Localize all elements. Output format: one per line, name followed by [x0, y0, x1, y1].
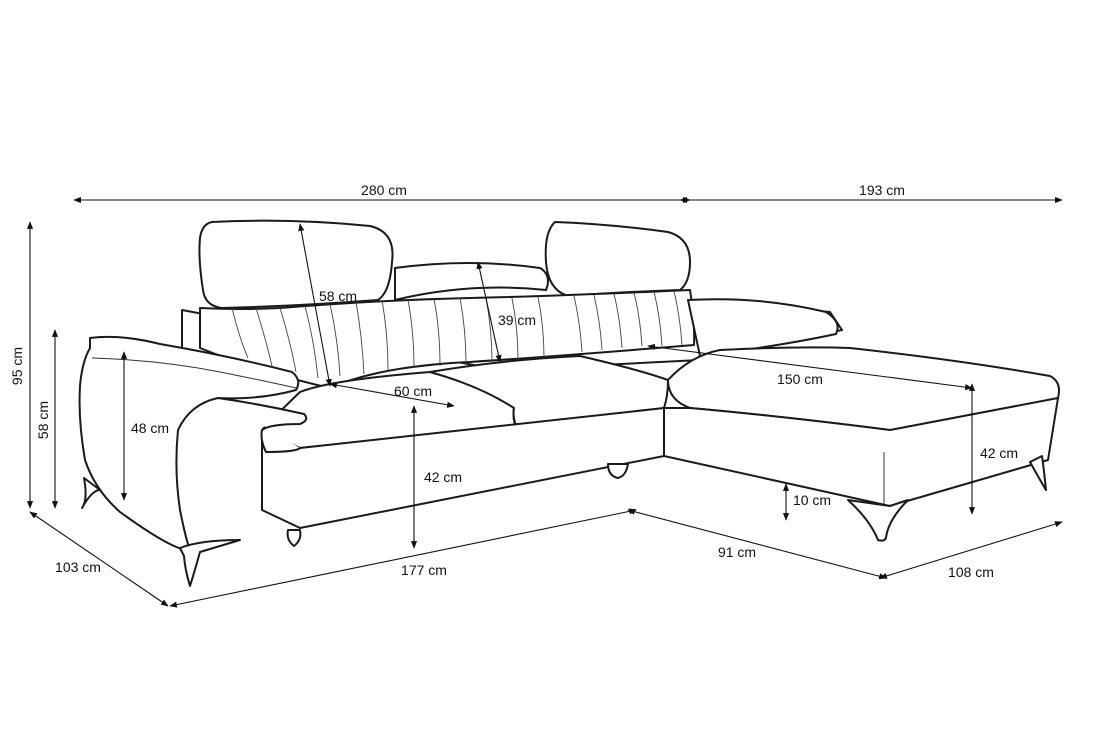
- label-chaise-width: 108 cm: [948, 564, 994, 580]
- center-backrest: [394, 262, 549, 301]
- leg-chaise-front: [847, 499, 909, 542]
- leg-back-left: [81, 477, 101, 509]
- dimension-labels: 280 cm 193 cm 95 cm 58 cm 103 cm 177 cm …: [9, 182, 1018, 580]
- right-headrest: [544, 221, 691, 297]
- label-leg-height: 10 cm: [793, 492, 831, 508]
- label-seat-depth: 60 cm: [394, 383, 432, 399]
- label-front-length: 177 cm: [401, 562, 447, 578]
- label-backrest-height: 39 cm: [498, 312, 536, 328]
- armrest-tray: [217, 397, 308, 453]
- left-headrest: [198, 219, 394, 309]
- leg-middle: [607, 463, 629, 479]
- label-total-length: 280 cm: [361, 182, 407, 198]
- left-armrest: [78, 335, 300, 552]
- label-seat-height: 42 cm: [424, 469, 462, 485]
- leg-center-front: [286, 529, 302, 547]
- label-arm-height: 58 cm: [35, 401, 51, 439]
- label-total-height: 95 cm: [9, 347, 25, 385]
- label-headrest-height: 58 cm: [319, 288, 357, 304]
- dimension-lines: [26, 196, 1063, 608]
- label-chaise-seat-height: 42 cm: [980, 445, 1018, 461]
- sofa-drawing: [78, 219, 1060, 587]
- label-depth: 103 cm: [55, 559, 101, 575]
- leg-front-left: [179, 539, 241, 587]
- backrest-ribs: [231, 290, 683, 379]
- label-chaise-seat-depth: 150 cm: [777, 371, 823, 387]
- leg-chaise-back: [1029, 455, 1047, 491]
- label-chaise-length: 193 cm: [859, 182, 905, 198]
- label-chaise-front: 91 cm: [718, 544, 756, 560]
- chaise-base: [663, 397, 1059, 507]
- label-arm-inner-height: 48 cm: [131, 420, 169, 436]
